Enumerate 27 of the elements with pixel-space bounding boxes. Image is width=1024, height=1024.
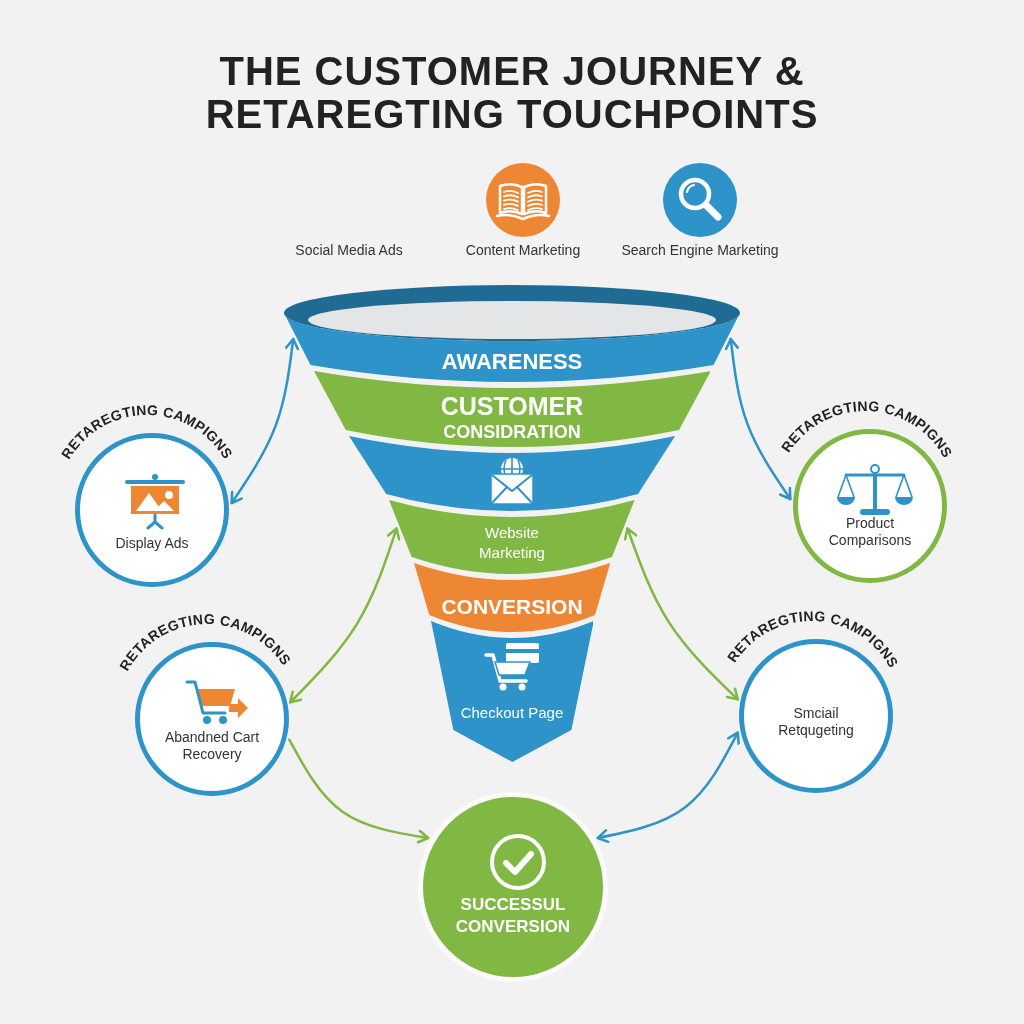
double-arrow	[230, 337, 300, 505]
channel-label: Search Engine Marketing	[621, 242, 779, 258]
title: THE CUSTOMER JOURNEY & RETAREGTING TOUCHPOINTS	[205, 50, 819, 136]
touchpoint-label: Abandned Cart Recovery	[164, 729, 260, 763]
stage-label: AWARENESS	[441, 347, 583, 376]
funnel-stage	[284, 285, 740, 382]
stage-label: CONSIDRATION	[443, 420, 581, 444]
double-arrow	[288, 527, 401, 704]
funnel-stage	[348, 436, 676, 511]
stage-label: Website Marketing	[478, 523, 546, 563]
touchpoint-label: Product Comparisons	[828, 515, 912, 549]
double-arrow	[623, 527, 740, 701]
funnel-stage	[389, 500, 635, 574]
double-arrow	[724, 337, 792, 501]
funnel-stage	[430, 621, 594, 762]
channel-label: Social Media Ads	[295, 242, 403, 258]
stage-label: CUSTOMER	[440, 390, 584, 422]
touchpoint-label: Smciail Retqugeting	[777, 705, 855, 739]
touchpoint-label: Display Ads	[114, 534, 190, 552]
stage-label: CONVERSION	[441, 593, 583, 620]
double-arrow	[596, 731, 740, 844]
arrow	[288, 738, 430, 844]
funnel-stage	[313, 371, 711, 447]
funnel-stage	[413, 563, 611, 632]
stage-label: Checkout Page	[460, 703, 564, 723]
outcome-label: SUCCESSUL CONVERSION	[455, 894, 571, 938]
channel-label: Content Marketing	[465, 242, 581, 258]
